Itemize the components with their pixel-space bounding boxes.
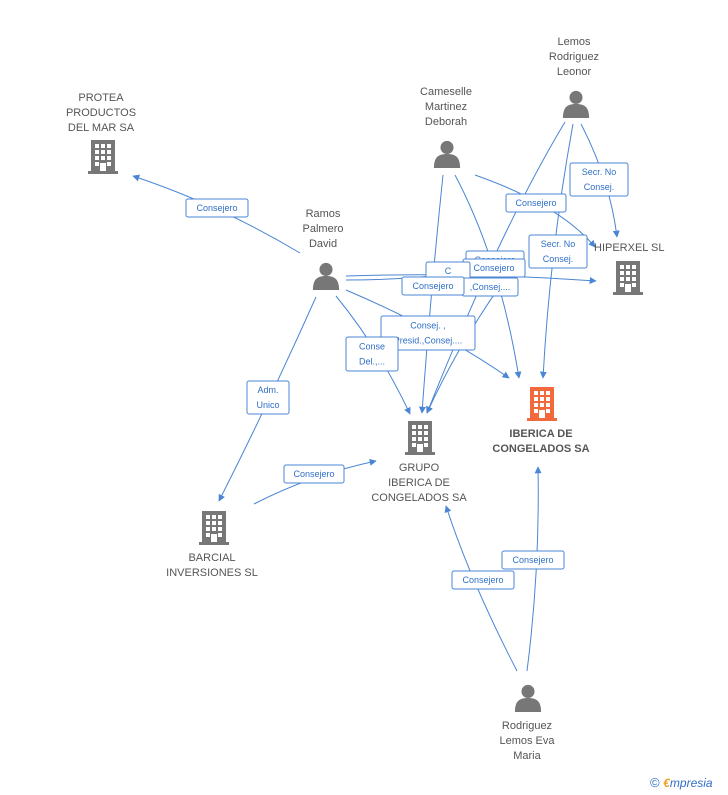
edge-label-ramos-barcial[interactable]: Adm. Unico bbox=[246, 380, 290, 415]
node-label-protea-line-0[interactable]: PROTEA bbox=[78, 92, 124, 104]
edge-label-text: Conse bbox=[359, 342, 385, 352]
empresia-logo: €mpresia bbox=[663, 776, 713, 790]
node-label-rodriguez-line-1[interactable]: Lemos Eva bbox=[499, 735, 555, 747]
node-protea[interactable]: PROTEA PRODUCTOS DEL MAR SA bbox=[66, 92, 136, 174]
edge-label-ramos-grupo-consej[interactable]: ,Consej.... bbox=[461, 277, 519, 297]
edge-label-text: Consej. bbox=[584, 182, 615, 192]
person-icon-lemos[interactable] bbox=[562, 90, 590, 118]
edge-label-box[interactable] bbox=[345, 336, 399, 372]
edge-label-lemos-iberica[interactable]: Secr. No Consej. bbox=[528, 234, 588, 269]
edge-label-text: Consejero bbox=[515, 198, 556, 208]
edge-label-box[interactable] bbox=[528, 234, 588, 269]
edge-label-box[interactable] bbox=[283, 464, 345, 484]
person-icon-ramos[interactable] bbox=[312, 262, 340, 290]
node-label-rodriguez-line-0[interactable]: Rodriguez bbox=[502, 720, 552, 732]
edge-label-text: Consejero bbox=[293, 469, 334, 479]
nodes-layer: PROTEA PRODUCTOS DEL MAR SA CameselleMartin… bbox=[66, 36, 665, 762]
node-label-grupo-line-2[interactable]: CONGELADOS SA bbox=[371, 492, 467, 504]
edge-label-box[interactable] bbox=[380, 315, 476, 351]
node-label-protea-line-2[interactable]: DEL MAR SA bbox=[68, 122, 135, 134]
person-icon-cameselle[interactable] bbox=[433, 140, 461, 168]
edge-label-box[interactable] bbox=[501, 550, 565, 570]
edge-label-box[interactable] bbox=[451, 570, 515, 590]
edge-label-box[interactable] bbox=[246, 380, 290, 415]
edge-label-rodriguez-iberica[interactable]: Consejero bbox=[501, 550, 565, 570]
node-label-hiperxel-line-0[interactable]: HIPERXEL SL bbox=[594, 242, 665, 254]
edge-label-ramos-grupo-del[interactable]: ConseDel.,... bbox=[345, 336, 399, 372]
edge-label-text: ,Consej.... bbox=[470, 282, 511, 292]
edge-label-cameselle-hiperxel[interactable]: Consejero bbox=[505, 193, 567, 213]
node-label-ramos-line-0[interactable]: Ramos bbox=[306, 208, 341, 220]
edge-label-text: Secr. No bbox=[541, 239, 576, 249]
edge-label-barcial-grupo[interactable]: Consejero bbox=[283, 464, 345, 484]
edge-label-cameselle-iberica[interactable]: Consejero bbox=[462, 258, 526, 278]
node-grupo[interactable]: GRUPO IBERICA DE CONGELADOS SA bbox=[371, 421, 467, 504]
node-label-barcial-line-0[interactable]: BARCIAL bbox=[188, 552, 235, 564]
edge-label-text: Presid.,Consej.... bbox=[394, 336, 463, 346]
edge-label-text: Consej. , bbox=[410, 321, 446, 331]
edge-label-text: Consejero bbox=[473, 263, 514, 273]
edge-label-text: Consejero bbox=[196, 203, 237, 213]
node-label-lemos-line-2[interactable]: Leonor bbox=[557, 66, 592, 78]
node-label-cameselle-line-0[interactable]: Cameselle bbox=[420, 86, 472, 98]
edge-label-hidden-c[interactable]: C bbox=[425, 261, 471, 281]
edge-label-lemos-hiperxel[interactable]: Secr. No Consej. bbox=[569, 162, 629, 197]
edge-label-box[interactable] bbox=[401, 276, 465, 296]
node-hiperxel[interactable]: HIPERXEL SL bbox=[594, 242, 665, 295]
node-label-lemos-line-1[interactable]: Rodriguez bbox=[549, 51, 599, 63]
node-label-lemos-line-0[interactable]: Lemos bbox=[557, 36, 591, 48]
edge-label-text: Consejero bbox=[512, 555, 553, 565]
copyright-notice: © €mpresia bbox=[650, 775, 713, 790]
edge-label-box[interactable] bbox=[569, 162, 629, 197]
building-icon-iberica[interactable] bbox=[527, 387, 557, 421]
edge-label-text: Consejero bbox=[462, 575, 503, 585]
node-iberica[interactable]: IBERICA DE CONGELADOS SA bbox=[492, 387, 590, 455]
node-label-protea-line-1[interactable]: PRODUCTOS bbox=[66, 107, 136, 119]
edge-label-box[interactable] bbox=[505, 193, 567, 213]
node-label-cameselle-line-1[interactable]: Martinez bbox=[425, 101, 467, 113]
edge-label-text: Unico bbox=[256, 400, 279, 410]
node-label-grupo-line-0[interactable]: GRUPO bbox=[399, 462, 440, 474]
building-icon-barcial[interactable] bbox=[199, 511, 229, 545]
edge-cameselle-grupo bbox=[418, 174, 444, 414]
building-icon-protea[interactable] bbox=[88, 140, 118, 174]
edge-label-text: Consej. bbox=[543, 254, 574, 264]
edge-label-ramos-hiperxel[interactable]: Consejero bbox=[401, 276, 465, 296]
edge-label-box[interactable] bbox=[185, 198, 249, 218]
node-barcial[interactable]: BARCIAL INVERSIONES SL bbox=[166, 511, 258, 579]
edge-label-text: Del.,... bbox=[359, 357, 385, 367]
edge-label-ramos-protea[interactable]: Consejero bbox=[185, 198, 249, 218]
node-label-rodriguez-line-2[interactable]: Maria bbox=[513, 750, 541, 762]
edge-label-text: Adm. bbox=[257, 385, 278, 395]
node-label-iberica-line-1[interactable]: CONGELADOS SA bbox=[492, 443, 589, 455]
edge-label-text: C bbox=[445, 266, 452, 276]
node-label-ramos-line-1[interactable]: Palmero bbox=[303, 223, 344, 235]
edge-label-text: Secr. No bbox=[582, 167, 617, 177]
node-label-ramos-line-2[interactable]: David bbox=[309, 238, 337, 250]
node-label-grupo-line-1[interactable]: IBERICA DE bbox=[388, 477, 450, 489]
edge-lemos-iberica-2 bbox=[426, 121, 566, 414]
copyright-icon: © bbox=[650, 775, 660, 790]
node-label-iberica-line-0[interactable]: IBERICA DE bbox=[509, 428, 572, 440]
edge-label-rodriguez-grupo[interactable]: Consejero bbox=[451, 570, 515, 590]
edge-label-text: Consejero bbox=[412, 281, 453, 291]
edge-label-ramos-iberica[interactable]: Consej. , Presid.,Consej.... bbox=[380, 315, 476, 351]
node-label-barcial-line-1[interactable]: INVERSIONES SL bbox=[166, 567, 258, 579]
building-icon-grupo[interactable] bbox=[405, 421, 435, 455]
node-label-cameselle-line-2[interactable]: Deborah bbox=[425, 116, 467, 128]
person-icon-rodriguez[interactable] bbox=[514, 684, 542, 712]
building-icon-hiperxel[interactable] bbox=[613, 261, 643, 295]
